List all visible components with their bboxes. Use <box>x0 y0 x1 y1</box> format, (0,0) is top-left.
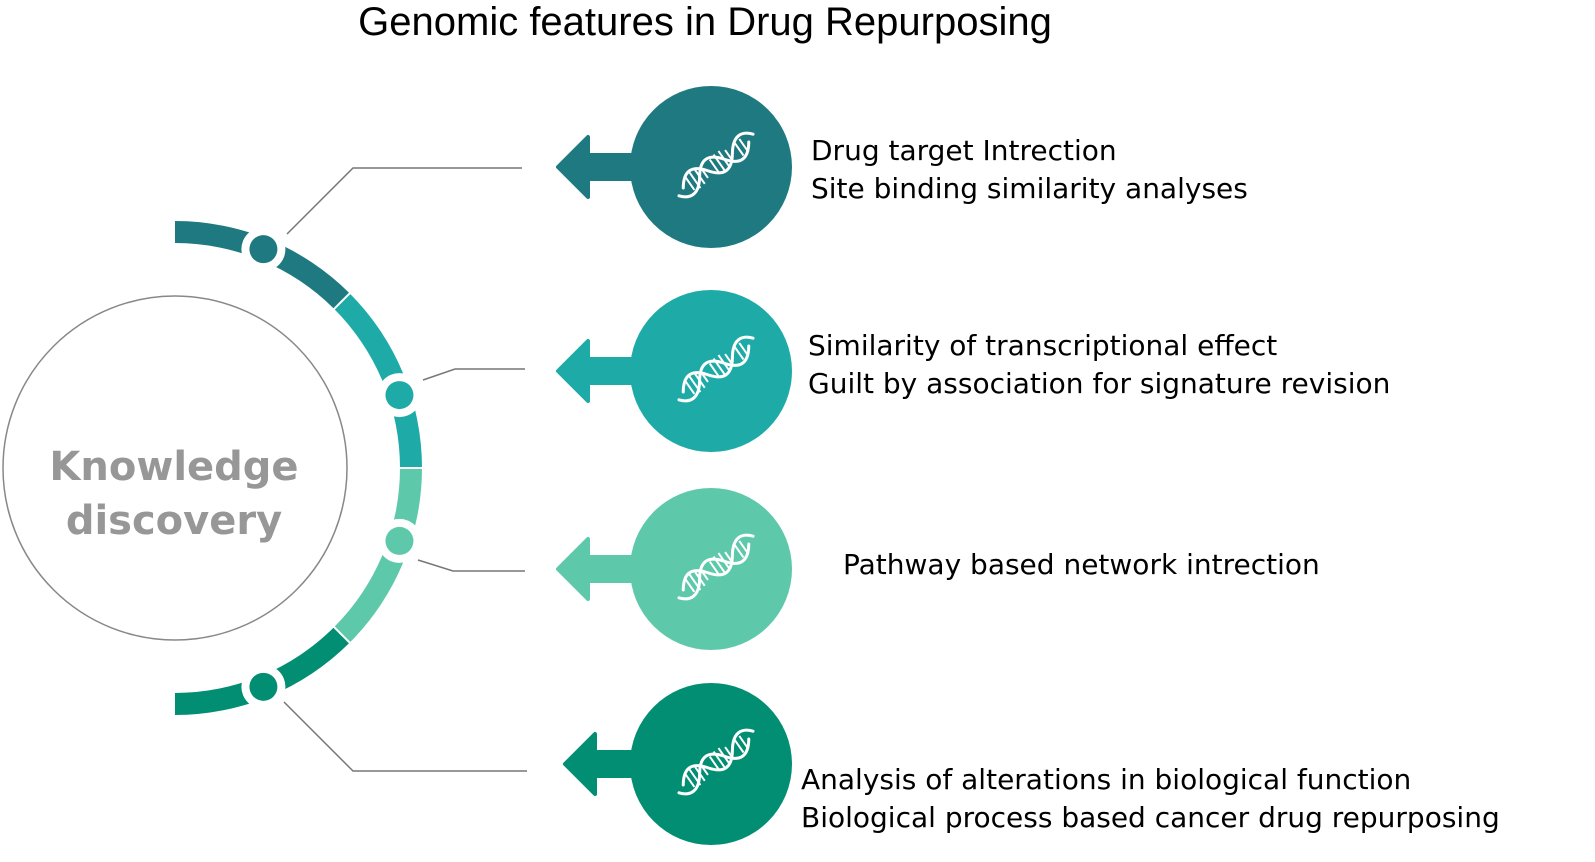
ring-segment <box>334 293 422 468</box>
feature-3-text: Pathway based network intrection <box>843 546 1320 584</box>
feature-1-text: Drug target Intrection Site binding simi… <box>811 132 1248 208</box>
connector-lines <box>283 167 527 772</box>
feature-4-text: Analysis of alterations in biological fu… <box>801 761 1500 837</box>
center-label: Knowledge discovery <box>4 440 344 548</box>
diagram-title: Genomic features in Drug Repurposing <box>358 0 1052 44</box>
feature-nodes <box>556 86 792 845</box>
feature-2-text: Similarity of transcriptional effect Gui… <box>808 327 1390 403</box>
feature-3-line-1: Pathway based network intrection <box>843 548 1320 581</box>
feature-circle <box>630 86 792 248</box>
connector-line <box>422 368 525 381</box>
ring-divider <box>331 624 352 645</box>
connector-line <box>417 559 525 572</box>
feature-node-4 <box>563 683 792 845</box>
ring-dot <box>249 235 278 264</box>
feature-node-1 <box>556 86 792 248</box>
feature-node-3 <box>556 488 792 650</box>
ring-segment <box>175 627 350 715</box>
ring-divider <box>331 291 352 312</box>
ring-segment <box>334 468 422 643</box>
ring-dot <box>385 381 414 410</box>
feature-4-line-2: Biological process based cancer drug rep… <box>801 801 1500 834</box>
feature-2-line-2: Guilt by association for signature revis… <box>808 367 1391 400</box>
feature-1-line-1: Drug target Intrection <box>811 134 1117 167</box>
center-circle <box>2 295 348 641</box>
ring-dot <box>385 526 414 555</box>
feature-circle <box>630 683 792 845</box>
feature-circle <box>630 488 792 650</box>
feature-4-line-1: Analysis of alterations in biological fu… <box>801 763 1412 796</box>
feature-2-line-1: Similarity of transcriptional effect <box>808 329 1278 362</box>
center-label-line-1: Knowledge <box>49 444 299 490</box>
feature-circle <box>630 290 792 452</box>
connector-line <box>286 167 522 235</box>
feature-1-line-2: Site binding similarity analyses <box>811 172 1248 205</box>
feature-node-2 <box>556 290 792 452</box>
ring-dot <box>249 672 278 701</box>
segmented-ring <box>175 221 424 715</box>
ring-segment <box>175 221 350 309</box>
connector-line <box>283 701 527 772</box>
center-label-line-2: discovery <box>65 498 283 544</box>
